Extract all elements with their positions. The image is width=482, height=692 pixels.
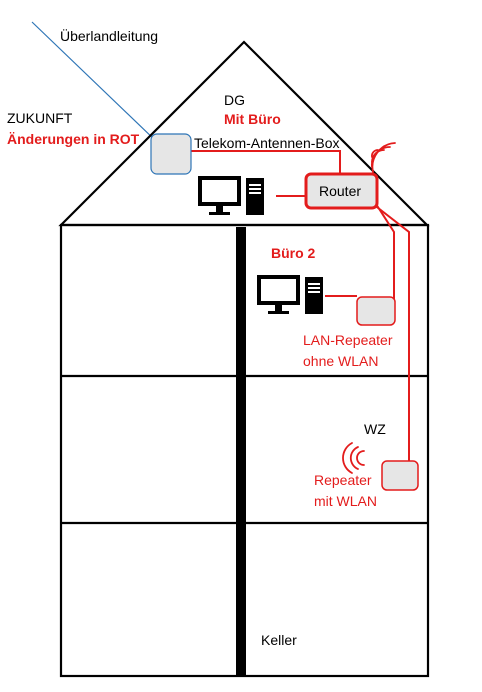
wifi-signal-icon (371, 142, 396, 173)
attic-floor-label: DG (224, 92, 245, 108)
wifi-repeater-label-2: mit WLAN (314, 493, 377, 509)
lan-repeater-box (356, 296, 396, 326)
future-title: ZUKUNFT (7, 110, 73, 126)
future-note: Änderungen in ROT (7, 131, 140, 147)
living-room-label: WZ (364, 421, 386, 437)
router-box (304, 172, 379, 210)
basement-label: Keller (261, 632, 297, 648)
central-shaft (236, 227, 246, 676)
cable-antenna-router (191, 150, 341, 178)
lan-repeater-label: LAN-Repeater (303, 332, 393, 348)
antenna-box (150, 133, 192, 175)
wifi-signal-icon (342, 442, 365, 474)
desktop-computer-icon (257, 275, 323, 314)
wifi-repeater-box (381, 460, 419, 491)
overhead-line-label: Überlandleitung (60, 27, 158, 44)
router-label: Router (319, 183, 361, 199)
overhead-line (31, 21, 158, 143)
office2-label: Büro 2 (271, 245, 316, 261)
desktop-computer-icon (198, 176, 264, 215)
antenna-box-label: Telekom-Antennen-Box (194, 135, 340, 151)
lan-repeater-label-2: ohne WLAN (303, 353, 378, 369)
wifi-repeater-label: Repeater (314, 472, 372, 488)
attic-office-label: Mit Büro (224, 111, 281, 127)
cable-router-lan-repeater (375, 203, 395, 308)
